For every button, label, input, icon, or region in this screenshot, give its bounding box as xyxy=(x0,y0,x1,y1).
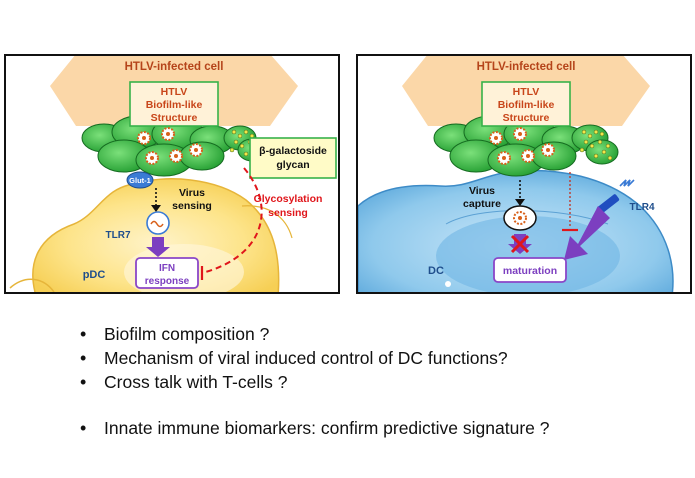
glycosylation-line-2: sensing xyxy=(268,207,308,219)
dc-diagram: HTLV-infected cell HTLV Biofilm-like Str… xyxy=(358,56,674,292)
biofilm-line-2: Biofilm-like xyxy=(146,99,203,111)
dc-marker-dot xyxy=(445,281,451,287)
bullet-biofilm-composition: Biofilm composition ? xyxy=(78,322,549,346)
glycan-dots xyxy=(579,129,613,161)
dc-label: DC xyxy=(428,265,444,277)
biofilm-line-1: HTLV xyxy=(161,86,188,98)
tlr4-receptor xyxy=(596,194,620,214)
biofilm-box xyxy=(481,81,571,127)
virus-capture-line-2: capture xyxy=(463,198,501,210)
capture-arrow-head xyxy=(515,199,525,206)
infected-cell-label: HTLV-infected cell xyxy=(477,61,576,73)
block-x-icon xyxy=(510,234,530,254)
tlr4-label: TLR4 xyxy=(630,202,655,213)
pdc-label: pDC xyxy=(83,269,106,281)
ifn-arrow xyxy=(146,237,170,257)
infected-cell-label: HTLV-infected cell xyxy=(125,61,224,73)
bullet-mechanism: Mechanism of viral induced control of DC… xyxy=(78,346,549,370)
sensing-arrow-head xyxy=(151,205,161,212)
maturation-label: maturation xyxy=(503,265,557,277)
tlr4-maturation-arrow xyxy=(564,206,610,260)
biofilm-line-1: HTLV xyxy=(513,86,540,98)
tlr7-label: TLR7 xyxy=(106,230,131,241)
dc-nucleus xyxy=(436,216,620,292)
glycosylation-line-1: Glycosylation xyxy=(254,193,323,205)
pdc-diagram: HTLV-infected cell HTLV Biofilm-like Str… xyxy=(9,56,337,292)
viral-rna-icon xyxy=(150,220,164,228)
glycan-box xyxy=(249,137,337,179)
virus-particles xyxy=(489,127,555,165)
bullet-cross-talk: Cross talk with T-cells ? xyxy=(78,370,549,394)
virus-sensing-line-2: sensing xyxy=(172,200,212,212)
maturation-box xyxy=(493,257,567,283)
endosome xyxy=(146,211,170,235)
glut1-label: Glut-1 xyxy=(129,176,151,185)
question-list: Biofilm composition ? Mechanism of viral… xyxy=(78,322,549,440)
ifn-response-box xyxy=(135,257,199,289)
pdc-protrusion xyxy=(241,205,293,239)
captured-virus xyxy=(513,211,527,225)
glycan-line-2: glycan xyxy=(276,159,309,171)
biofilm-box xyxy=(129,81,219,127)
glycan-line-1: β-galactoside xyxy=(259,145,327,157)
pdc-panel: HTLV-infected cell HTLV Biofilm-like Str… xyxy=(4,54,340,294)
ifn-line-1: IFN xyxy=(159,263,175,274)
ifn-line-2: response xyxy=(145,276,190,287)
virus-particles xyxy=(137,127,203,165)
bullet-biomarkers: Innate immune biomarkers: confirm predic… xyxy=(78,416,549,440)
glycosylation-sensing-path xyxy=(201,167,263,274)
biofilm-line-3: Structure xyxy=(503,112,550,124)
virus-capture-line-1: Virus xyxy=(469,185,495,197)
virus-sensing-line-1: Virus xyxy=(179,187,205,199)
lps-ligand-icon xyxy=(619,179,635,187)
pdc-cell-edge xyxy=(9,278,55,292)
dc-panel: HTLV-infected cell HTLV Biofilm-like Str… xyxy=(356,54,692,294)
glut1-receptor xyxy=(126,171,154,189)
biofilm-line-3: Structure xyxy=(151,112,198,124)
biofilm-line-2: Biofilm-like xyxy=(498,99,555,111)
